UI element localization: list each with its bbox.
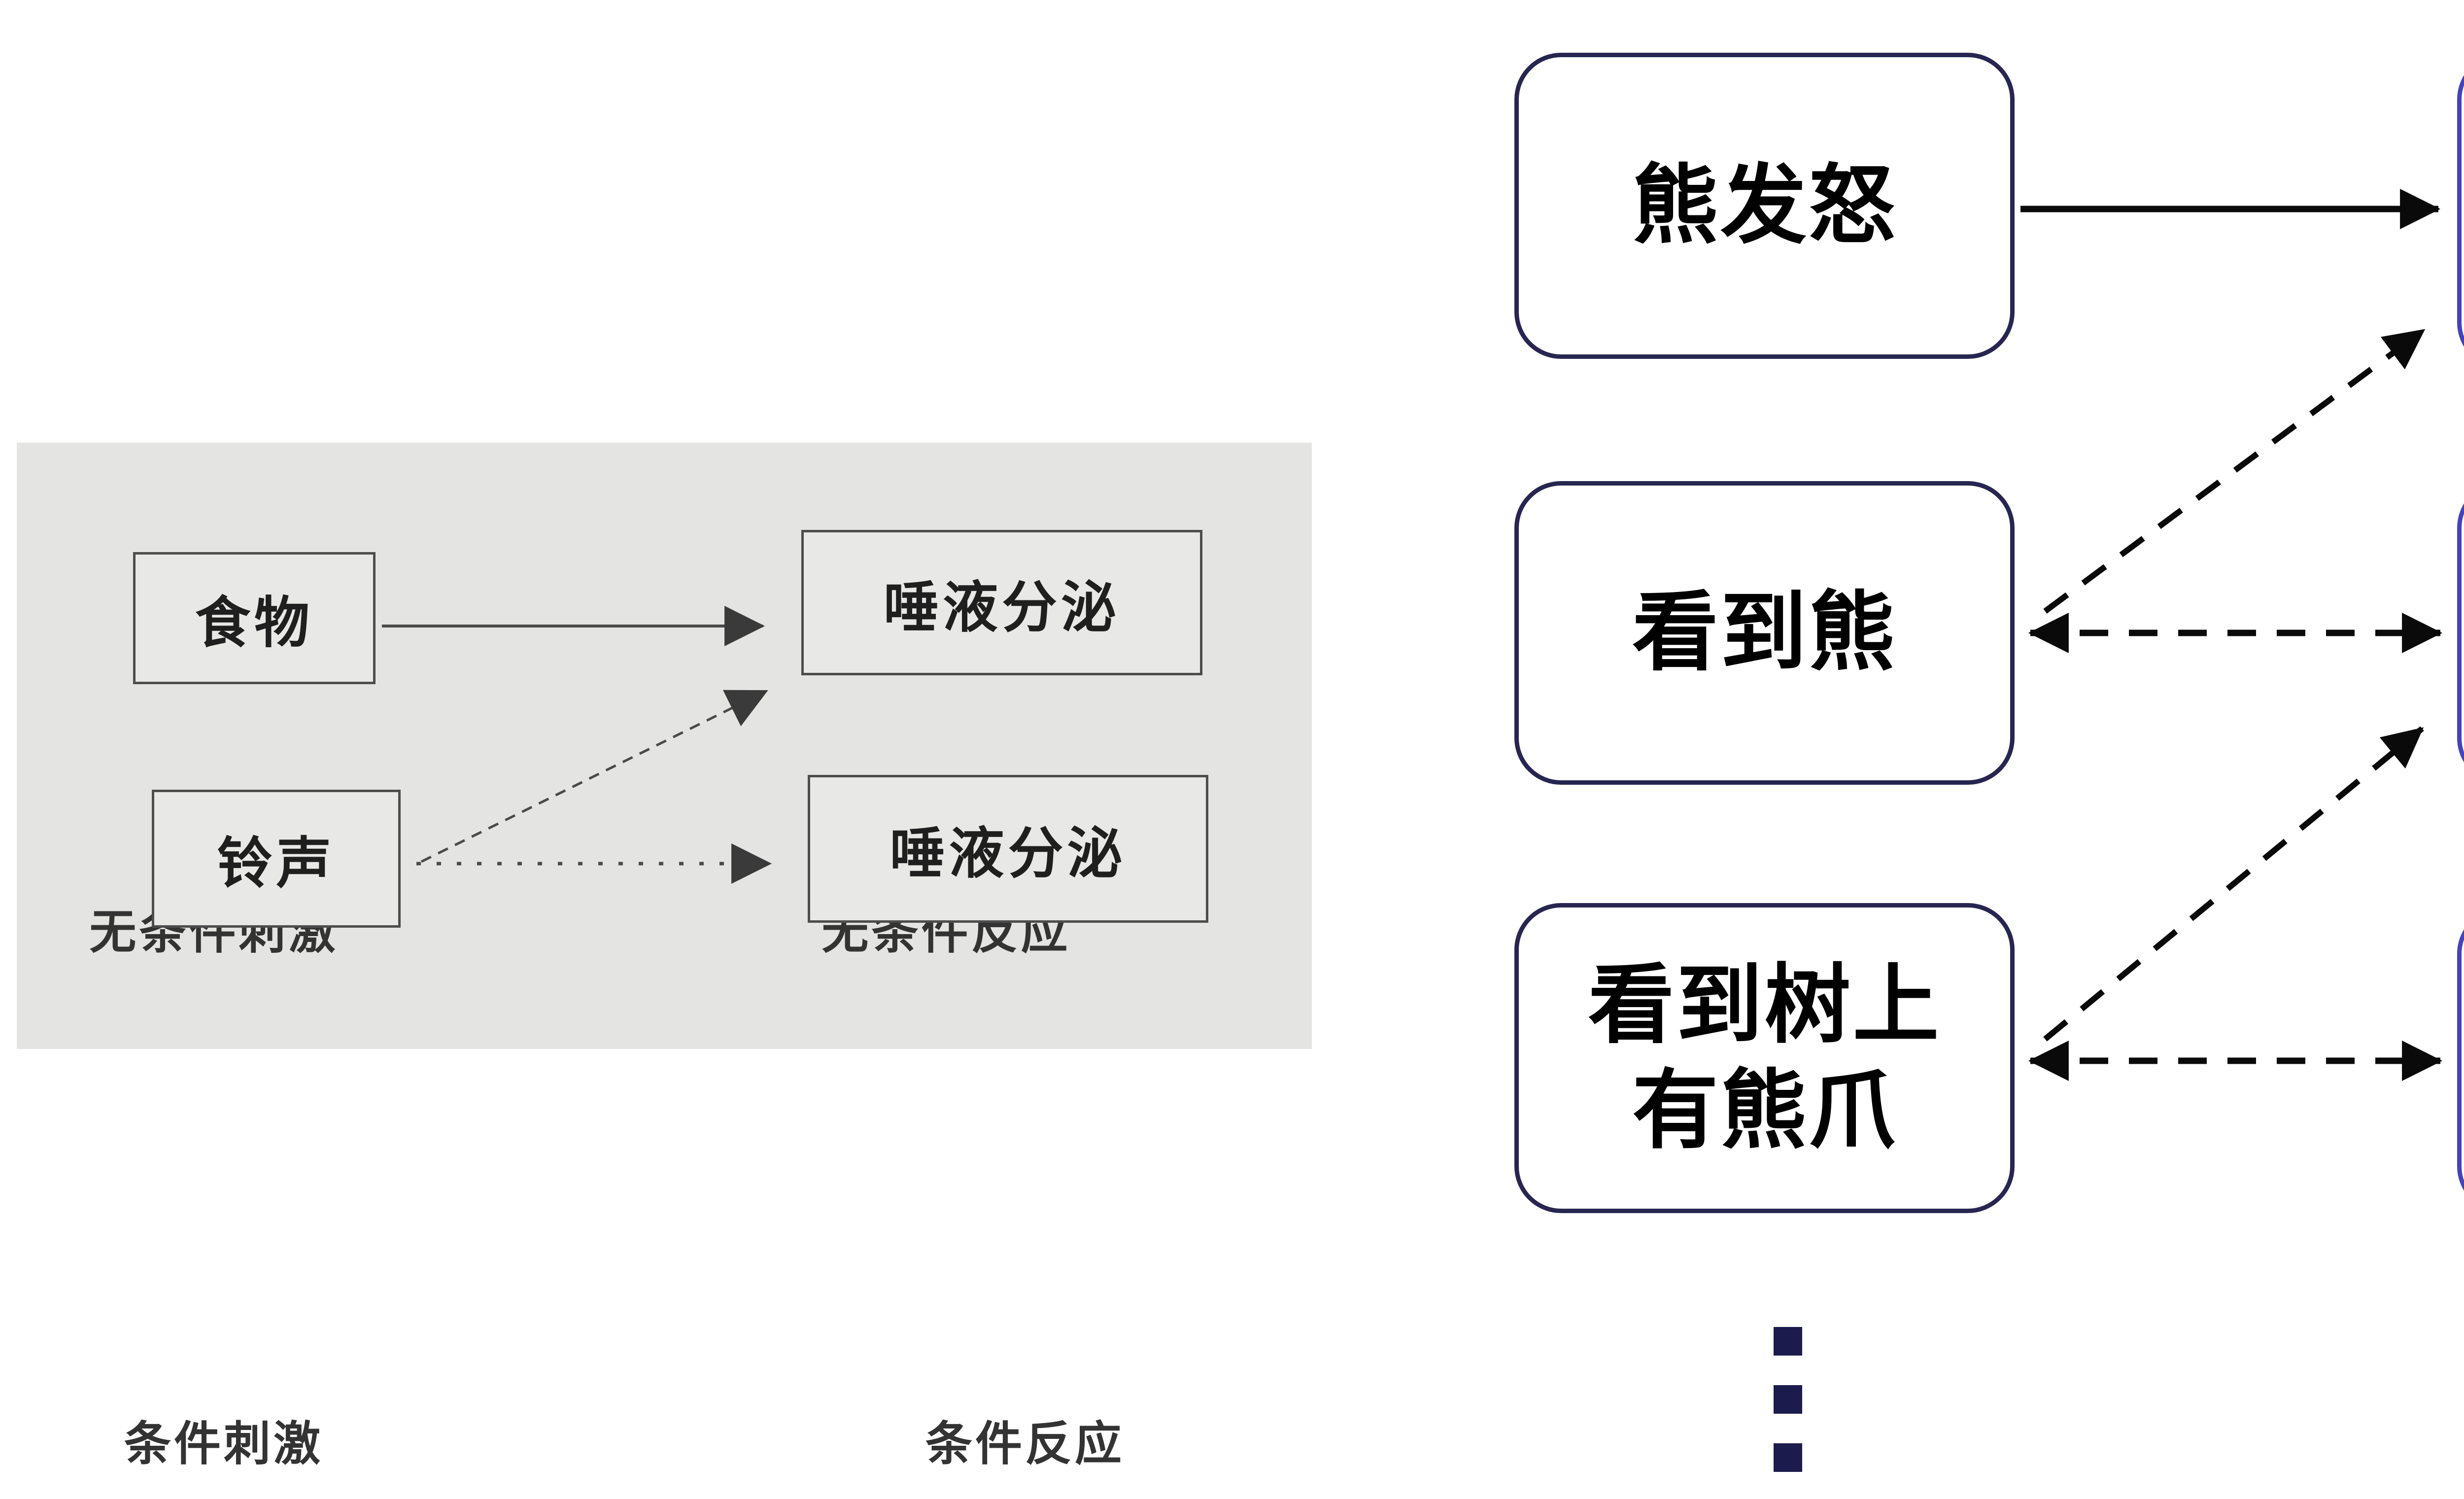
ellipsis-dot: [1774, 1385, 1802, 1414]
box-salivation-bottom: 唾液分泌: [808, 775, 1208, 923]
node-bear-angry-label: 熊发怒: [1632, 157, 1897, 254]
arrow-see-claw-to-value-next: [2043, 726, 2424, 1042]
label-conditioned-response: 条件反应: [925, 1418, 1125, 1470]
box-salivation-bottom-label: 唾液分泌: [890, 823, 1127, 884]
node-value-next-state: V(s′): [2457, 481, 2464, 785]
ellipsis-dot: [1774, 1327, 1802, 1356]
box-salivation-top: 唾液分泌: [801, 530, 1202, 675]
node-see-bear-label: 看到熊: [1632, 585, 1897, 681]
box-food-label: 食物: [195, 592, 313, 654]
node-bear-angry: 熊发怒: [1514, 53, 2015, 359]
conditioning-panel: 无条件刺激 无条件反应 条件刺激 条件反应 食物 铃声 唾液分泌 唾液分泌: [17, 443, 1312, 1470]
box-bell: 铃声: [152, 790, 401, 928]
box-salivation-top-label: 唾液分泌: [884, 576, 1120, 638]
node-value-state: V(s): [2457, 907, 2464, 1213]
box-food: 食物: [133, 552, 376, 684]
node-reward: 奖励: [2457, 53, 2464, 369]
node-see-bear: 看到熊: [1514, 481, 2015, 785]
ellipsis-dot: [1774, 1443, 1802, 1472]
arrow-see-bear-to-reward: [2043, 328, 2426, 614]
node-see-bear-claw-line1: 看到树上: [1588, 957, 1941, 1053]
node-see-bear-claw-line2: 有熊爪: [1632, 1062, 1897, 1159]
label-conditioned-stimulus: 条件刺激: [124, 1418, 324, 1470]
box-bell-label: 铃声: [217, 833, 336, 894]
node-see-bear-claw: 看到树上 有熊爪: [1514, 903, 2015, 1213]
